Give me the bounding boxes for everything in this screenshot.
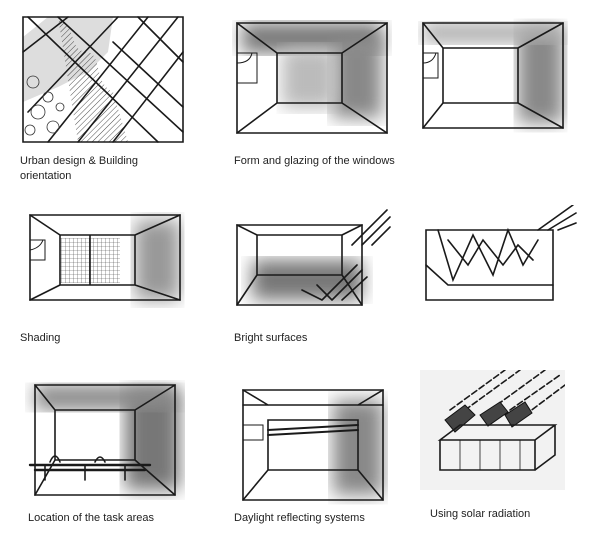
- sketch-daylight-reflecting: [238, 385, 388, 505]
- caption-daylight-reflecting: Daylight reflecting systems: [234, 512, 365, 524]
- caption-urban-design: Urban design & Building orientation: [20, 155, 139, 182]
- sketch-task-areas: [25, 380, 185, 505]
- caption-shading: Shading: [20, 332, 61, 344]
- caption-form-glazing: Form and glazing of the windows: [234, 155, 395, 167]
- sketch-solar-radiation: [420, 370, 565, 490]
- sketch-urban-design: [18, 12, 188, 147]
- caption-solar-radiation: Using solar radiation: [430, 508, 531, 520]
- sketch-bright-surfaces-alt: [418, 205, 578, 310]
- caption-bright-surfaces: Bright surfaces: [234, 332, 308, 344]
- sketch-form-glazing-alt: [418, 18, 568, 143]
- sketch-bright-surfaces: [232, 205, 392, 310]
- caption-task-areas: Location of the task areas: [28, 512, 154, 524]
- sketch-shading: [25, 210, 185, 310]
- sketch-form-glazing: [232, 18, 392, 143]
